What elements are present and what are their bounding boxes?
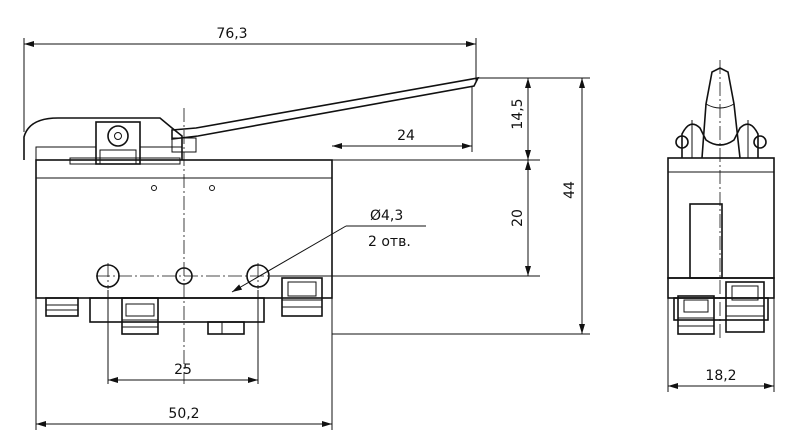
dim-hole-height: 20 xyxy=(510,209,526,227)
actuator-housing xyxy=(23,117,183,160)
side-terminal-right xyxy=(725,281,765,333)
dim-hole-count: 2 отв. xyxy=(368,234,411,250)
bottom-base xyxy=(89,297,265,323)
pivot-pin xyxy=(107,125,129,147)
dim-hole-diameter: Ø4,3 xyxy=(370,208,403,224)
dimension-lines xyxy=(23,38,590,430)
side-terminal-left xyxy=(677,295,715,335)
dim-hole-spacing: 25 xyxy=(174,362,192,378)
dim-lever-offset: 24 xyxy=(397,128,415,144)
lever-arm xyxy=(171,76,480,140)
body-top-ledge xyxy=(69,157,181,165)
side-slot xyxy=(689,203,723,279)
side-body xyxy=(667,157,775,279)
terminal-1 xyxy=(45,297,79,317)
dim-overall-height: 44 xyxy=(562,181,578,199)
dim-overall-length: 76,3 xyxy=(216,26,247,42)
dim-body-width: 18,2 xyxy=(705,368,736,384)
dim-lever-height: 14,5 xyxy=(510,98,526,129)
terminal-2 xyxy=(121,297,159,335)
side-view xyxy=(667,60,775,392)
front-view xyxy=(23,76,480,384)
dim-body-length: 50,2 xyxy=(168,406,199,422)
terminal-4 xyxy=(281,277,323,317)
terminal-3 xyxy=(207,321,245,335)
